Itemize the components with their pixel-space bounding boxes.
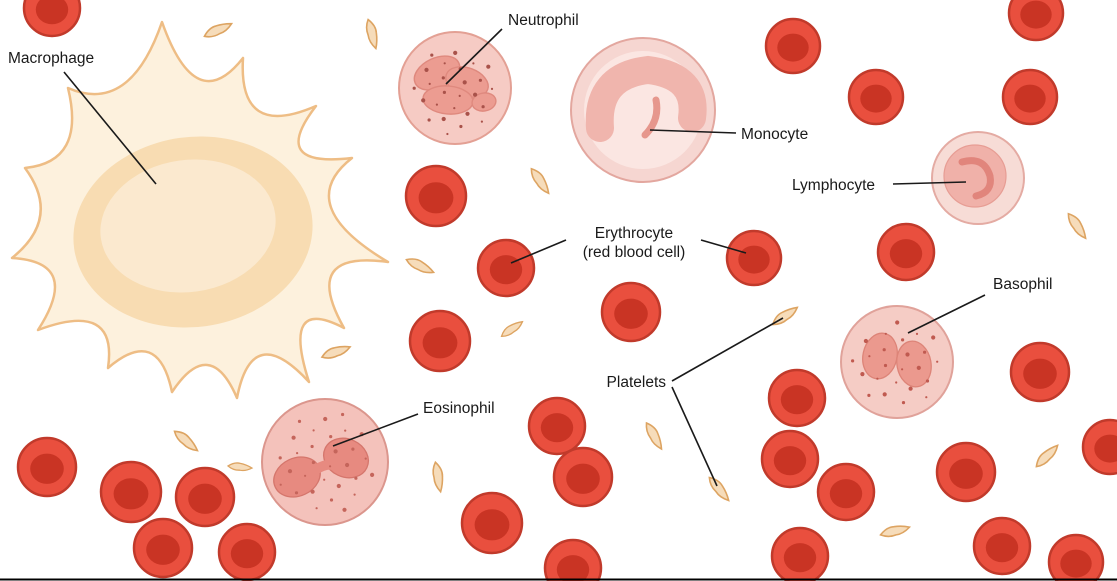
macrophage-nucleus-center bbox=[100, 159, 276, 293]
eosinophil-label: Eosinophil bbox=[423, 400, 495, 417]
macrophage-leader-line bbox=[63, 71, 157, 185]
erythrocyte-cell bbox=[543, 538, 603, 581]
neutrophil-label: Neutrophil bbox=[508, 12, 579, 29]
erythrocyte-cell bbox=[132, 517, 194, 579]
platelet bbox=[708, 476, 730, 502]
platelet bbox=[173, 430, 199, 452]
erythrocyte-cell bbox=[1001, 68, 1059, 126]
platelet bbox=[432, 460, 444, 494]
erythrocyte-cell bbox=[876, 222, 936, 282]
platelets-leader-line-lower bbox=[671, 386, 718, 487]
platelet bbox=[1035, 444, 1059, 468]
erythrocyte-cell bbox=[1009, 341, 1071, 403]
platelet bbox=[203, 22, 234, 38]
eosinophil-cell bbox=[261, 398, 389, 526]
basophil-nucleus bbox=[862, 332, 932, 388]
erythrocyte-cell bbox=[1081, 418, 1117, 476]
erythrocyte-cell bbox=[99, 460, 163, 524]
erythrocyte-cell bbox=[764, 17, 822, 75]
erythrocyte-cell bbox=[600, 281, 662, 343]
platelet bbox=[226, 462, 254, 472]
macrophage-label: Macrophage bbox=[8, 50, 94, 67]
erythrocyte-cell bbox=[217, 522, 277, 581]
platelet bbox=[645, 421, 663, 451]
lymphocyte-label: Lymphocyte bbox=[792, 177, 875, 194]
erythrocyte-cell bbox=[760, 429, 820, 489]
neutrophil-leader-line bbox=[445, 28, 503, 85]
erythrocyte-leader-line-right bbox=[700, 239, 747, 254]
basophil-leader-line bbox=[907, 294, 986, 334]
platelet bbox=[405, 258, 436, 274]
erythrocyte-cell bbox=[527, 396, 587, 456]
basophil-label: Basophil bbox=[993, 276, 1052, 293]
monocyte-nucleus-fold bbox=[641, 96, 661, 139]
erythrocyte-cell bbox=[935, 441, 997, 503]
erythrocyte-cell bbox=[22, 0, 82, 38]
neutrophil-granules bbox=[412, 50, 494, 136]
erythrocyte-leader-line-left bbox=[510, 239, 567, 264]
lymphocyte-nucleus-fold bbox=[958, 157, 994, 200]
platelet bbox=[365, 18, 378, 51]
erythrocyte-cell bbox=[1047, 533, 1105, 581]
erythrocyte-cell bbox=[767, 368, 827, 428]
eosinophil-nucleus-band bbox=[310, 459, 341, 475]
labels-layer: Macrophage Neutrophil Monocyte Lymphocyt… bbox=[8, 12, 1052, 487]
monocyte-leader-line bbox=[649, 129, 737, 134]
erythrocyte-cell bbox=[408, 309, 472, 373]
eosinophil-granules bbox=[278, 412, 375, 512]
erythrocyte-cell bbox=[972, 516, 1032, 576]
erythrocyte-cell bbox=[476, 238, 536, 298]
platelet bbox=[320, 345, 352, 359]
basophil-granules bbox=[851, 320, 939, 405]
platelet bbox=[1067, 212, 1087, 240]
erythrocyte-cell bbox=[816, 462, 876, 522]
erythrocyte-sublabel: (red blood cell) bbox=[583, 244, 686, 261]
erythrocyte-cell bbox=[460, 491, 524, 555]
macrophage-cell bbox=[10, 20, 390, 400]
erythrocyte-cell bbox=[725, 229, 783, 287]
monocyte-label: Monocyte bbox=[741, 126, 808, 143]
lymphocyte-cell bbox=[931, 131, 1025, 225]
eosinophil-leader-line bbox=[332, 413, 419, 447]
erythrocyte-cell bbox=[770, 526, 830, 581]
erythrocyte-cell bbox=[552, 446, 614, 508]
platelet bbox=[530, 167, 550, 195]
platelets-leader-line-upper bbox=[671, 317, 784, 382]
platelet bbox=[500, 320, 524, 337]
erythrocyte-label: Erythrocyte bbox=[595, 225, 673, 242]
erythrocyte-cell bbox=[174, 466, 236, 528]
monocyte-nucleus bbox=[585, 55, 707, 142]
erythrocyte-cell bbox=[847, 68, 905, 126]
platelets-label: Platelets bbox=[607, 374, 667, 391]
lymphocyte-leader-line bbox=[892, 181, 967, 185]
neutrophil-cell bbox=[398, 31, 512, 145]
erythrocyte-cell bbox=[404, 164, 468, 228]
erythrocyte-cell bbox=[1007, 0, 1065, 42]
erythrocyte-cell bbox=[16, 436, 78, 498]
monocyte-cell bbox=[570, 37, 716, 183]
platelet bbox=[771, 306, 799, 326]
neutrophil-nucleus bbox=[413, 55, 497, 115]
basophil-cell bbox=[840, 305, 954, 419]
platelet bbox=[879, 525, 912, 538]
erythrocyte-layer bbox=[16, 0, 1117, 581]
